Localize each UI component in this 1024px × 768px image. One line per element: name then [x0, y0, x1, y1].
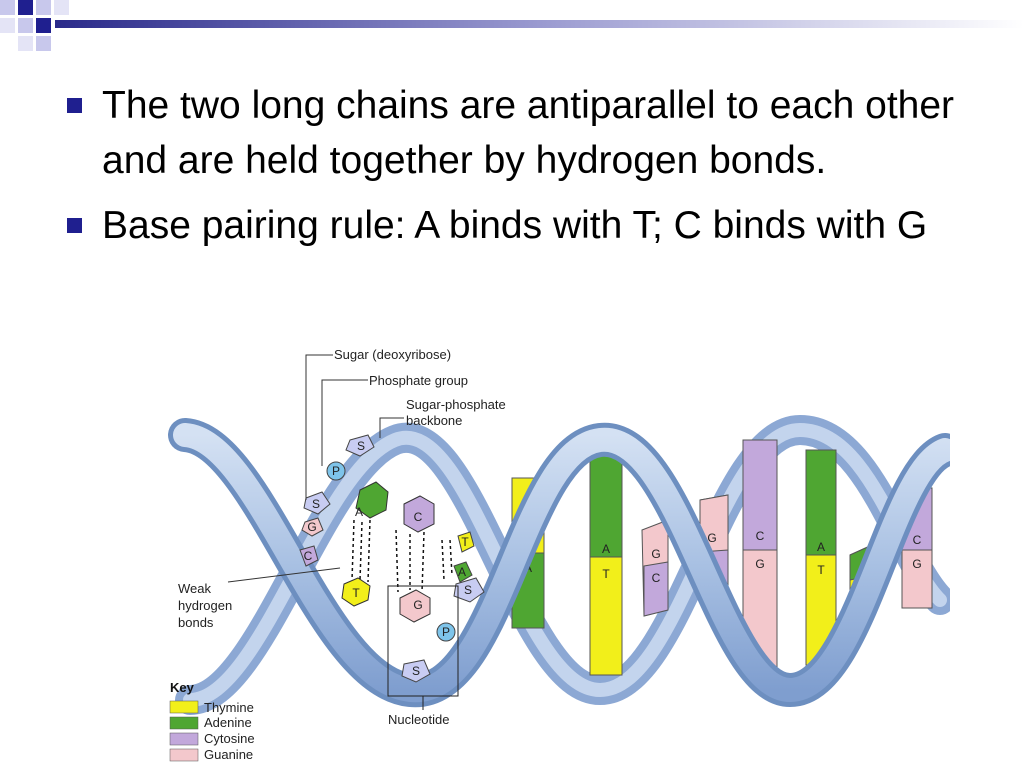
- deco-square: [0, 18, 15, 33]
- backbone-detail-right: T A S P S: [401, 531, 485, 683]
- phosphate-circle: [326, 461, 346, 481]
- base-label: G: [413, 598, 422, 612]
- cytosine-rung: [742, 439, 778, 551]
- weak-bonds-callout-line3: bonds: [178, 615, 214, 630]
- bullet-list: The two long chains are antiparallel to …: [62, 78, 962, 263]
- sugar-pentagon: [345, 434, 375, 457]
- leader-line: [305, 354, 333, 500]
- cytosine-rung: [643, 561, 669, 617]
- hydrogen-bond-lines: [395, 529, 425, 593]
- base-label: A: [817, 540, 825, 554]
- corner-decoration: [0, 0, 1024, 51]
- phosphate-label: P: [332, 464, 340, 478]
- deco-square: [0, 0, 15, 15]
- base-label: A: [602, 542, 610, 556]
- square-bullet-icon: [67, 218, 82, 233]
- base-label: G: [707, 531, 716, 545]
- phosphate-callout: Phosphate group: [369, 373, 468, 388]
- deco-square: [36, 0, 51, 15]
- base-label: C: [913, 533, 922, 547]
- deco-square: [18, 0, 33, 15]
- base-label: G: [912, 557, 921, 571]
- phosphate-label: P: [442, 625, 450, 639]
- base-label: G: [755, 557, 764, 571]
- deco-square: [36, 18, 51, 33]
- sugar-label: S: [412, 664, 420, 678]
- base-label: C: [652, 571, 661, 585]
- adenine-rung: [805, 449, 837, 556]
- hydrogen-bond-detail: A T C G: [341, 481, 453, 623]
- sugar-callout: Sugar (deoxyribose): [334, 347, 451, 362]
- base-label: C: [756, 529, 765, 543]
- bullet-text: The two long chains are antiparallel to …: [102, 84, 955, 182]
- weak-bonds-callout-line1: Weak: [178, 581, 211, 596]
- guanine-hexagon: [399, 589, 431, 623]
- bullet-text: Base pairing rule: A binds with T; C bin…: [102, 204, 928, 247]
- key-label: Guanine: [204, 747, 253, 762]
- sugar-pentagon: [401, 659, 431, 683]
- deco-square: [54, 0, 69, 15]
- base-label: T: [602, 567, 610, 581]
- dna-strand-front-highlight: [173, 423, 950, 703]
- square-bullet-icon: [67, 98, 82, 113]
- header-gradient-bar: [55, 20, 1024, 28]
- guanine-small: [301, 517, 324, 537]
- dna-strand-back-highlight: [183, 422, 947, 707]
- deco-square: [18, 18, 33, 33]
- deco-square: [36, 36, 51, 51]
- base-pair-a-t: A T: [805, 449, 837, 666]
- sugar-label: S: [357, 439, 365, 453]
- key-swatch-adenine: [169, 716, 199, 730]
- thymine-small: [457, 531, 475, 553]
- sugar-pentagon: [453, 577, 485, 603]
- adenine-rung: [589, 444, 623, 558]
- key-label: Adenine: [204, 715, 252, 730]
- sugar-pentagon: [303, 491, 331, 515]
- bullet-item: Base pairing rule: A binds with T; C bin…: [62, 198, 962, 253]
- cytosine-hexagon: [403, 495, 435, 533]
- key-label: Cytosine: [204, 731, 255, 746]
- base-label: A: [458, 565, 466, 579]
- base-label: T: [461, 535, 469, 549]
- backbone-callout-line1: Sugar-phosphate: [406, 397, 506, 412]
- sugar-label: S: [312, 497, 320, 511]
- base-label: T: [352, 586, 360, 600]
- cytosine-small: [299, 545, 319, 567]
- leader-line: [321, 379, 368, 466]
- base-label: G: [651, 547, 660, 561]
- deco-square: [18, 36, 33, 51]
- hydrogen-bond-lines: [441, 539, 453, 581]
- backbone-detail-left: S P S G C: [299, 434, 375, 567]
- sugar-label: S: [464, 583, 472, 597]
- dna-diagram: T A A T G C G C C G: [160, 336, 950, 768]
- leader-line: [379, 417, 404, 438]
- base-label: A: [355, 505, 363, 519]
- key-label: Thymine: [204, 700, 254, 715]
- backbone-callout-line2: backbone: [406, 413, 462, 428]
- nucleotide-callout: Nucleotide: [388, 712, 449, 727]
- key-title: Key: [170, 680, 195, 695]
- base-pair-g-c: G C: [641, 519, 669, 617]
- adenine-hexagon: [355, 481, 389, 519]
- bullet-item: The two long chains are antiparallel to …: [62, 78, 962, 188]
- hydrogen-bond-lines: [351, 519, 371, 583]
- weak-bonds-callout-line2: hydrogen: [178, 598, 232, 613]
- phosphate-circle: [436, 622, 456, 642]
- key-swatch-cytosine: [169, 732, 199, 746]
- key-swatch-guanine: [169, 748, 199, 762]
- key-swatch-thymine: [169, 700, 199, 714]
- adenine-small: [453, 561, 473, 583]
- leader-line: [227, 567, 341, 583]
- base-label: C: [304, 549, 313, 563]
- key-legend: Key Thymine Adenine Cytosine Guanine: [169, 680, 255, 762]
- base-label: T: [817, 563, 825, 577]
- thymine-hexagon: [341, 577, 371, 607]
- callout-lines: [227, 354, 404, 583]
- base-label: G: [307, 520, 316, 534]
- base-pair-a-t: A T: [589, 444, 623, 676]
- base-label: C: [414, 510, 423, 524]
